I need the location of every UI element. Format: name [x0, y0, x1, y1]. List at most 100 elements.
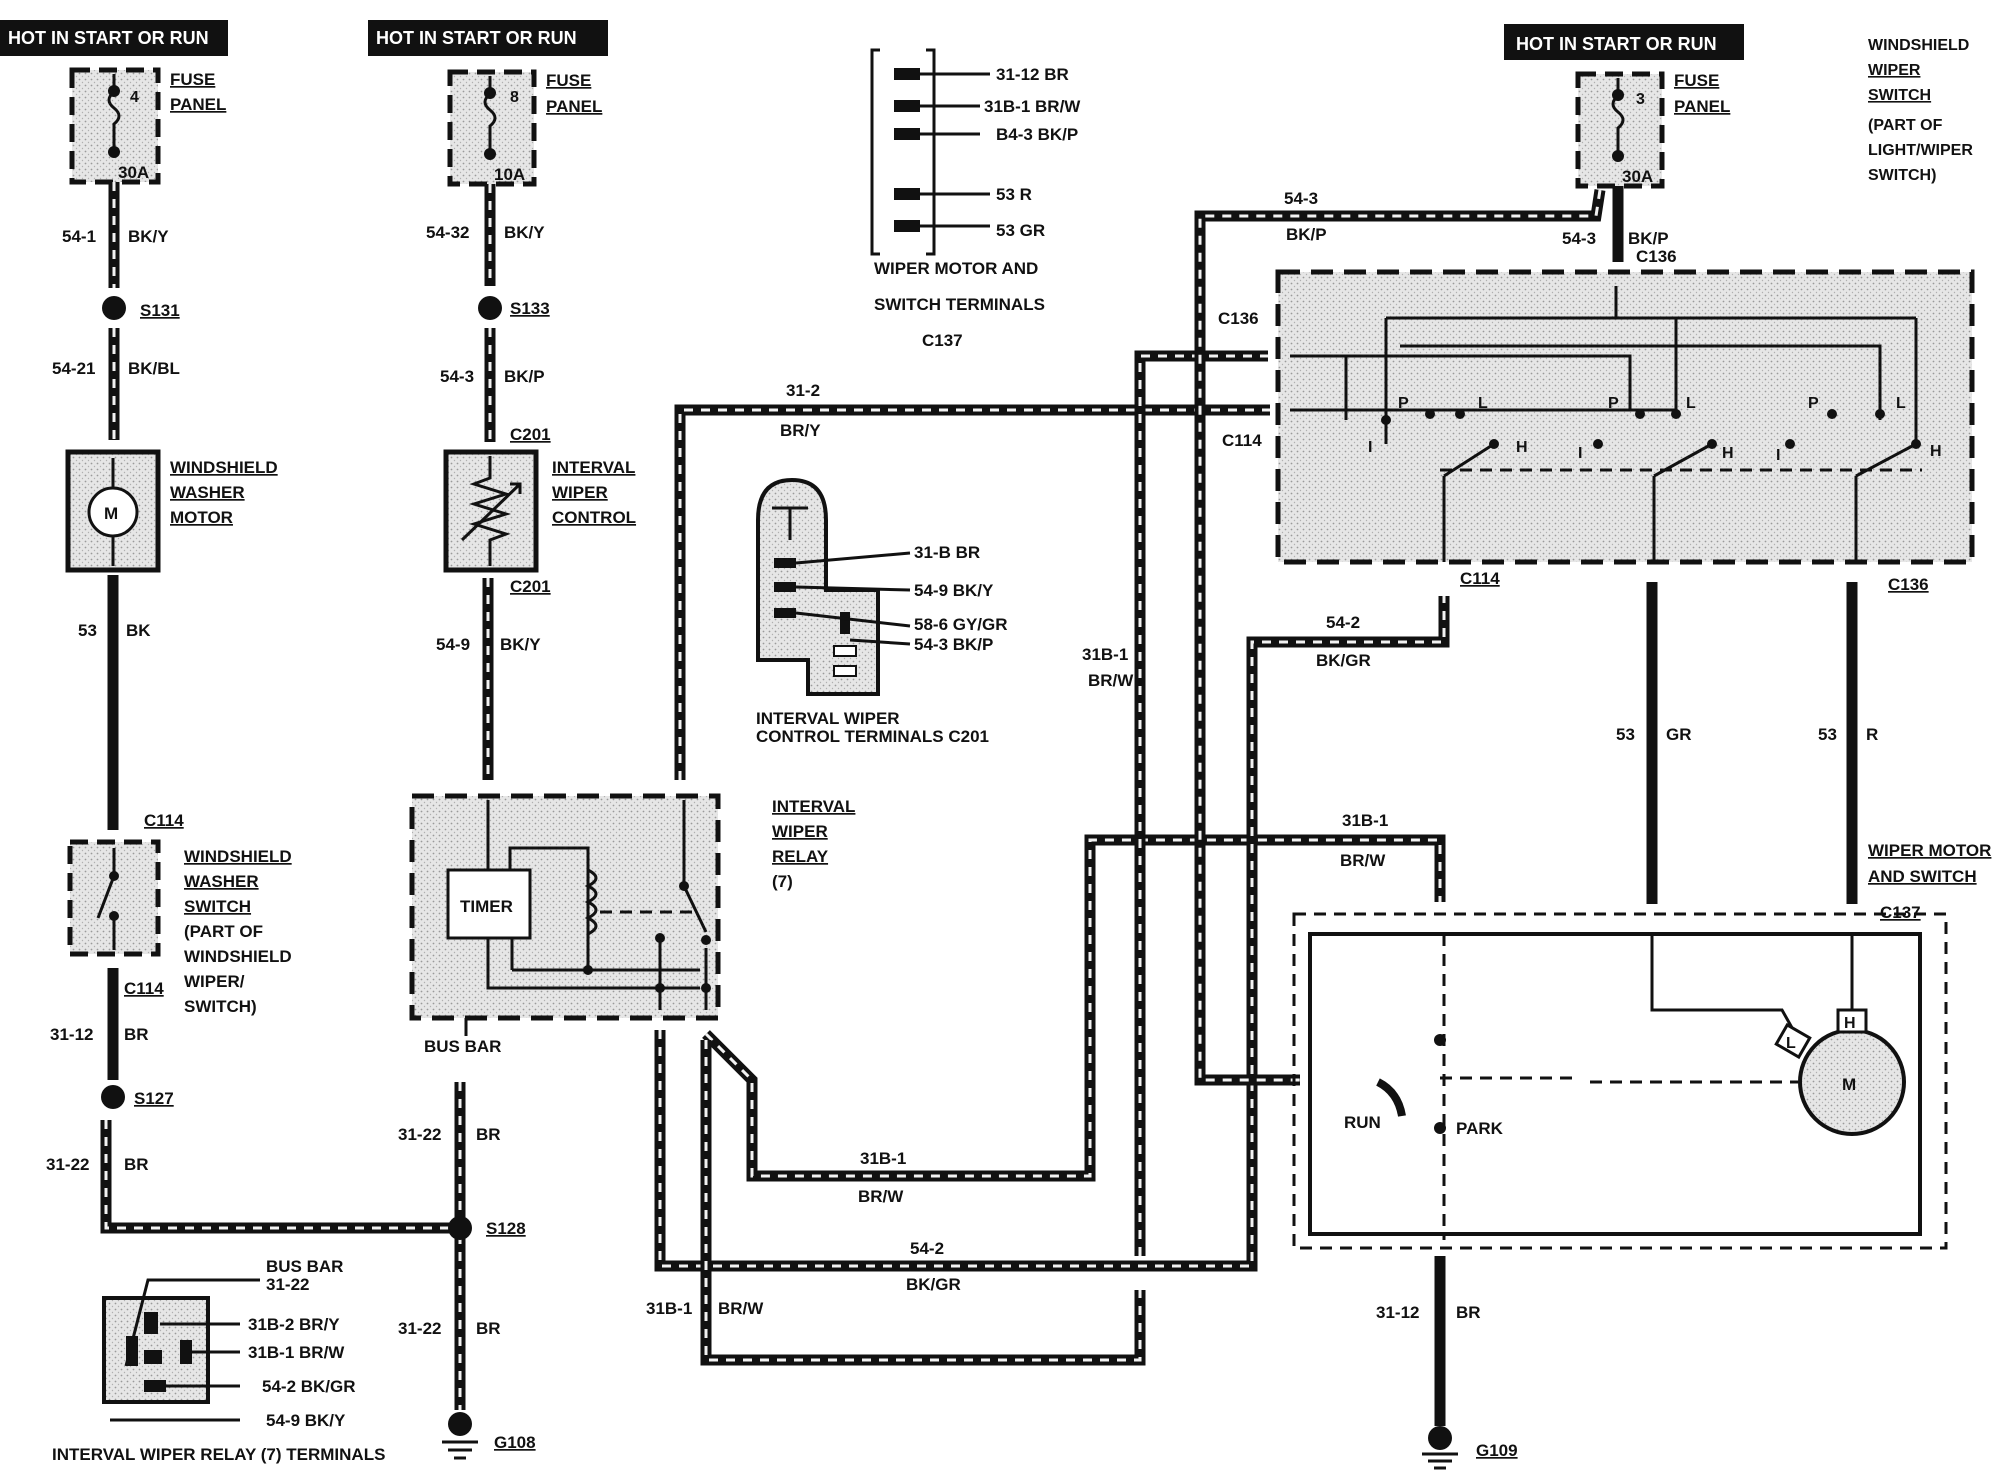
- wire-label: 53: [1818, 725, 1837, 744]
- motor-low-terminal: [1774, 1022, 1812, 1060]
- relay-terminal-row: 54-2 BK/GR: [262, 1377, 356, 1396]
- wire-color: BK/P: [1286, 225, 1327, 244]
- c201-terminal-row: 31-B BR: [914, 543, 980, 562]
- wiper-switch-label: SWITCH): [1868, 167, 1936, 184]
- relay-label: RELAY: [772, 847, 829, 866]
- motor-inner-box: [1308, 932, 1922, 1236]
- motor-m: M: [1842, 1075, 1856, 1094]
- wire-color: BR/Y: [780, 421, 821, 440]
- wire-color: BR: [476, 1125, 501, 1144]
- park-switch-arm: [1376, 1078, 1406, 1117]
- splice-s128: [448, 1216, 472, 1240]
- pos-l: L: [1478, 395, 1488, 412]
- pos-p: P: [1608, 395, 1619, 412]
- hot-header-right: [1504, 24, 1744, 60]
- center-wiring: 31-2 BR/Y 31B-1 BR/W 31B-1 BR/W 54-2 BK/…: [646, 189, 1606, 1366]
- rheostat-icon: [468, 456, 512, 566]
- connector-c114: C114: [1460, 569, 1500, 588]
- pos-p: P: [1808, 395, 1819, 412]
- wire-color: BR/W: [718, 1299, 764, 1318]
- c137-terminal-row: 53 GR: [996, 221, 1045, 240]
- splice-label: S128: [486, 1219, 526, 1238]
- relay-label: WIPER: [772, 822, 828, 841]
- fuse-panel-label-2b: PANEL: [546, 97, 602, 116]
- pos-h: H: [1516, 439, 1528, 456]
- wire-color: BR: [124, 1155, 149, 1174]
- wire-color: BR: [124, 1025, 149, 1044]
- connector-c114: C114: [124, 979, 164, 998]
- wiper-switch-label: LIGHT/WIPER: [1868, 142, 1973, 159]
- wire-color: BK/Y: [504, 223, 545, 242]
- motor-l: L: [1786, 1035, 1796, 1052]
- connector-c114: C114: [144, 811, 184, 830]
- splice-label: S131: [140, 301, 180, 320]
- wire-label: 31B-1: [860, 1149, 906, 1168]
- washer-switch-label: (PART OF: [184, 922, 263, 941]
- hot-header-middle: [368, 20, 608, 56]
- wire-label: 54-3: [1284, 189, 1318, 208]
- connector-c201: C201: [510, 425, 551, 444]
- washer-motor-label: WINDSHIELD: [170, 458, 278, 477]
- wire-label: 54-21: [52, 359, 95, 378]
- interval-control-label: CONTROL: [552, 508, 636, 527]
- c137-terminal-row: 53 R: [996, 185, 1032, 204]
- connector-c136: C136: [1636, 247, 1677, 266]
- pos-i: I: [1578, 445, 1582, 462]
- ground-icon: [442, 1440, 478, 1460]
- wire-color: BK/P: [504, 367, 545, 386]
- ground-icon: [1422, 1452, 1458, 1470]
- wiper-switch-label: WINDSHIELD: [1868, 37, 1969, 54]
- switch-contacts: [1381, 409, 1921, 478]
- connector-c114: C114: [1222, 431, 1262, 450]
- wire-color: BK/GR: [906, 1275, 961, 1294]
- fuse-panel-label-2a: FUSE: [546, 71, 591, 90]
- washer-switch-label: SWITCH): [184, 997, 257, 1016]
- ground-label: G108: [494, 1433, 536, 1452]
- wire-label: 54-2: [1326, 613, 1360, 632]
- fuse-panel-label-3a: FUSE: [1674, 71, 1719, 90]
- washer-switch-label: WINDSHIELD: [184, 947, 292, 966]
- wire-label: 31-12: [50, 1025, 93, 1044]
- pos-h: H: [1722, 445, 1734, 462]
- fuse-panel-label-1a: FUSE: [170, 70, 215, 89]
- c137-terminal-row: 31-12 BR: [996, 65, 1069, 84]
- splice-label: S133: [510, 299, 550, 318]
- washer-switch-label: SWITCH: [184, 897, 251, 916]
- ground-g108: [448, 1412, 472, 1436]
- relay-label: (7): [772, 872, 793, 891]
- wire-label: 31B-1: [1082, 645, 1128, 664]
- c137-caption: SWITCH TERMINALS: [874, 295, 1045, 314]
- wire-label: 54-1: [62, 227, 96, 246]
- wire-color: BK/Y: [500, 635, 541, 654]
- c201-caption: INTERVAL WIPER: [756, 709, 900, 728]
- motor-h: H: [1844, 1015, 1856, 1032]
- wiper-switch-label: (PART OF: [1868, 117, 1943, 134]
- motor-symbol: M: [104, 504, 118, 523]
- left-washer-circuit: HOT IN START OR RUN 4 30A FUSE PANEL 54-…: [0, 20, 452, 1234]
- wire-color: BK/BL: [128, 359, 180, 378]
- interval-control-label: INTERVAL: [552, 458, 635, 477]
- c137-caption: C137: [922, 331, 963, 350]
- fuse-8-amp: 10A: [494, 165, 525, 184]
- c137-terminal-row: B4-3 BK/P: [996, 125, 1078, 144]
- relay-terminal-row: 31B-1 BR/W: [248, 1343, 345, 1362]
- c201-terminals-inset: 31-B BR 54-9 BK/Y 58-6 GY/GR 54-3 BK/P I…: [756, 477, 1008, 746]
- wire-label: 31-22: [46, 1155, 89, 1174]
- relay-terminal-row: 31-22: [266, 1275, 309, 1294]
- motor-outer-dashed: [1292, 912, 1948, 1250]
- pos-i: I: [1368, 439, 1372, 456]
- wire-label: 31-22: [398, 1125, 441, 1144]
- washer-switch-label: WINDSHIELD: [184, 847, 292, 866]
- connector-c136: C136: [1888, 575, 1929, 594]
- washer-motor-label: MOTOR: [170, 508, 233, 527]
- relay-terminal-row: 54-9 BK/Y: [266, 1411, 346, 1430]
- wire-color: BK/P: [1628, 229, 1669, 248]
- relay-terminals-caption: INTERVAL WIPER RELAY (7) TERMINALS: [52, 1445, 385, 1464]
- hot-header-left: [0, 20, 228, 56]
- motor-high-terminal: [1836, 1008, 1868, 1034]
- connector-c201: C201: [510, 577, 551, 596]
- pos-l: L: [1896, 395, 1906, 412]
- fuse-4-amp: 30A: [118, 163, 149, 182]
- wire-label: 54-3: [440, 367, 474, 386]
